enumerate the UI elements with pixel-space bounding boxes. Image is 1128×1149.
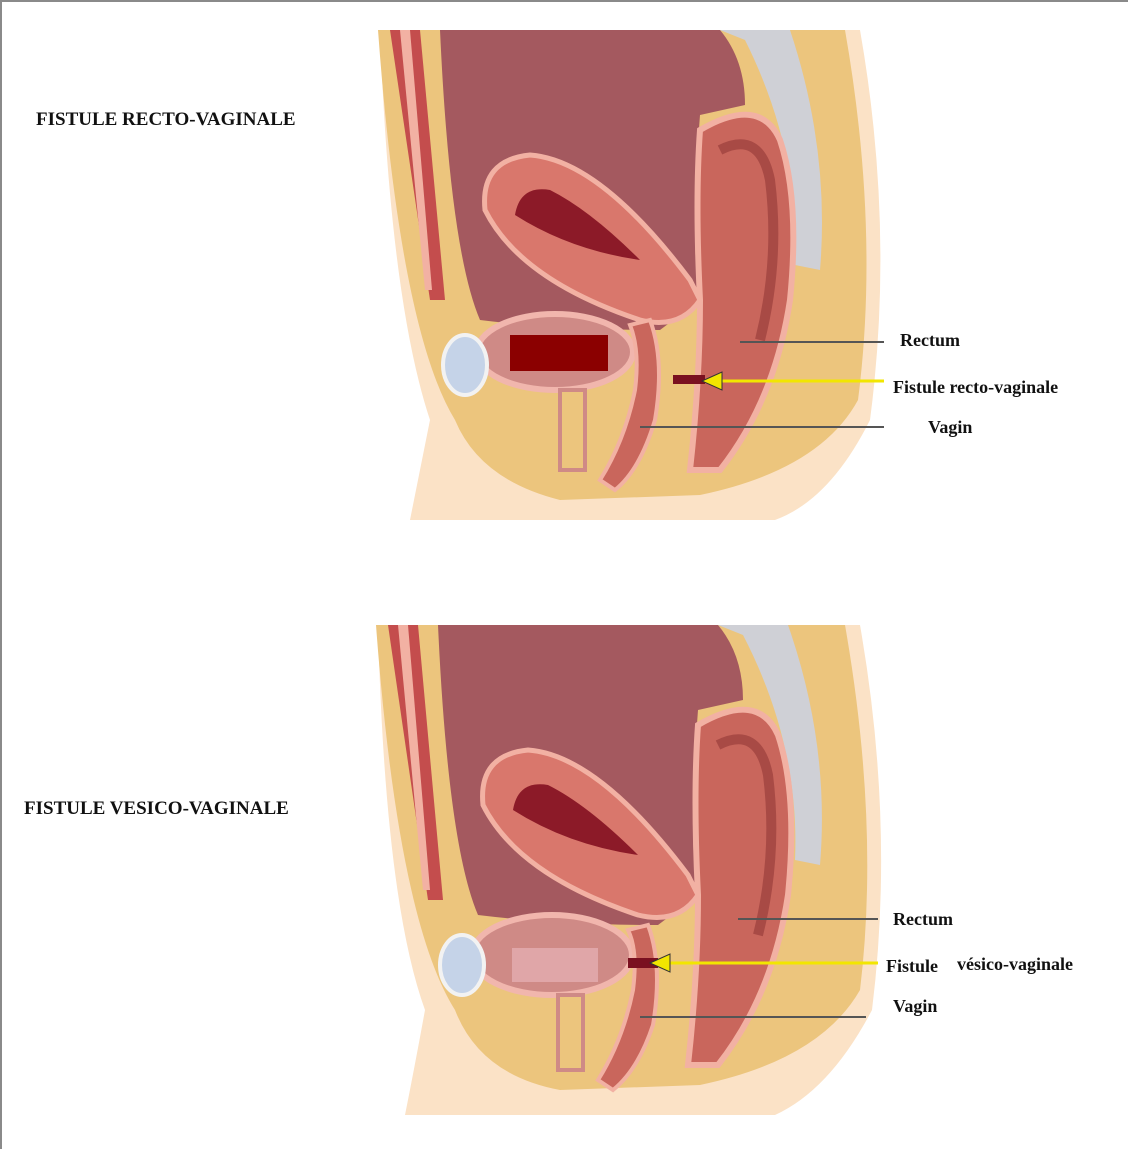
panel-recto-vaginal: FISTULE RECTO-VAGINALE Rectum Fistule re…: [0, 0, 1128, 560]
anatomy-illustration-recto-vaginal: [0, 0, 1128, 560]
label-fistula-type: vésico-vaginale: [957, 954, 1073, 975]
label-vagina: Vagin: [893, 996, 937, 1017]
urethra: [558, 995, 583, 1070]
panel-title: FISTULE VESICO-VAGINALE: [24, 798, 289, 820]
panel-title: FISTULE RECTO-VAGINALE: [36, 109, 296, 131]
fistula-tract: [673, 375, 705, 384]
label-fistula: Fistule recto-vaginale: [893, 377, 1058, 398]
label-fistula-word: Fistule: [886, 956, 938, 977]
anatomy-illustration-vesico-vaginal: [0, 580, 1128, 1149]
urethra: [560, 390, 585, 470]
label-vagina: Vagin: [928, 417, 972, 438]
pubic-bone: [440, 935, 484, 995]
redaction-block: [510, 335, 608, 371]
label-rectum: Rectum: [893, 909, 953, 930]
redaction-block: [512, 948, 598, 982]
panel-vesico-vaginal: FISTULE VESICO-VAGINALE Rectum Fistule v…: [0, 580, 1128, 1149]
label-rectum: Rectum: [900, 330, 960, 351]
pubic-bone: [443, 335, 487, 395]
